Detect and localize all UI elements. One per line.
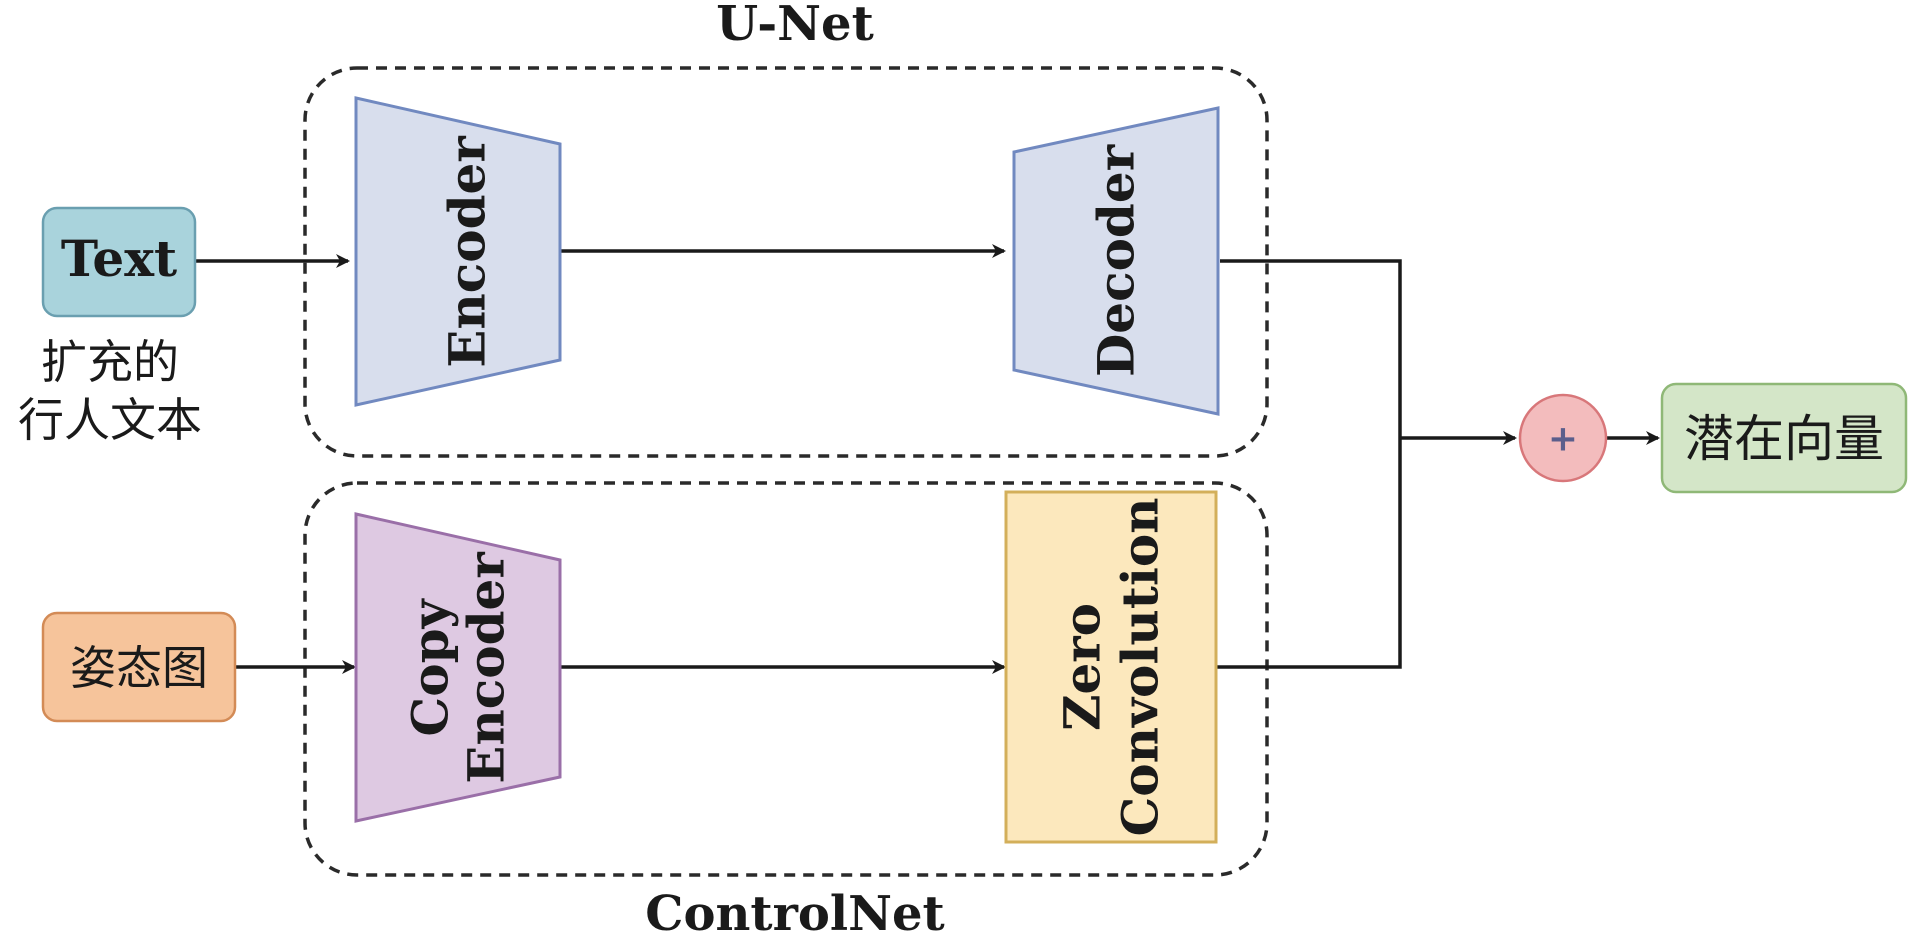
controlnet-group-border <box>303 481 1269 877</box>
unet-group-title: U-Net <box>716 0 874 52</box>
text-input-caption-line2: 行人文本 <box>18 393 202 447</box>
text-input-caption-line1: 扩充的 <box>41 335 179 389</box>
zero-convolution-label-line2: Convolution <box>1111 497 1170 836</box>
sum-symbol: + <box>1548 419 1578 460</box>
pose-input-box <box>41 611 237 723</box>
sum-node <box>1518 393 1608 483</box>
zeroconv-to-merge-line <box>1216 438 1402 669</box>
controlnet-group-title: ControlNet <box>645 886 944 942</box>
latent-vector-output-box <box>1660 382 1908 494</box>
decoder-to-merge-line <box>1220 259 1402 438</box>
unet-group-border <box>303 66 1269 458</box>
decoder-label: Decoder <box>1087 144 1146 377</box>
decoder-block <box>1012 106 1220 416</box>
pose-input-label: 姿态图 <box>70 641 208 695</box>
text-input-box <box>41 206 197 318</box>
text-input-label: Text <box>61 229 177 288</box>
zero-convolution-block <box>1004 490 1218 844</box>
copy-encoder-label-line2: Encoder <box>457 552 516 784</box>
copy-encoder-label-line1: Copy <box>401 597 460 736</box>
encoder-label: Encoder <box>438 136 497 368</box>
zero-convolution-label-line1: Zero <box>1053 603 1112 731</box>
encoder-block <box>354 96 562 407</box>
copy-encoder-block <box>354 512 562 823</box>
latent-vector-output-label: 潜在向量 <box>1684 410 1884 468</box>
